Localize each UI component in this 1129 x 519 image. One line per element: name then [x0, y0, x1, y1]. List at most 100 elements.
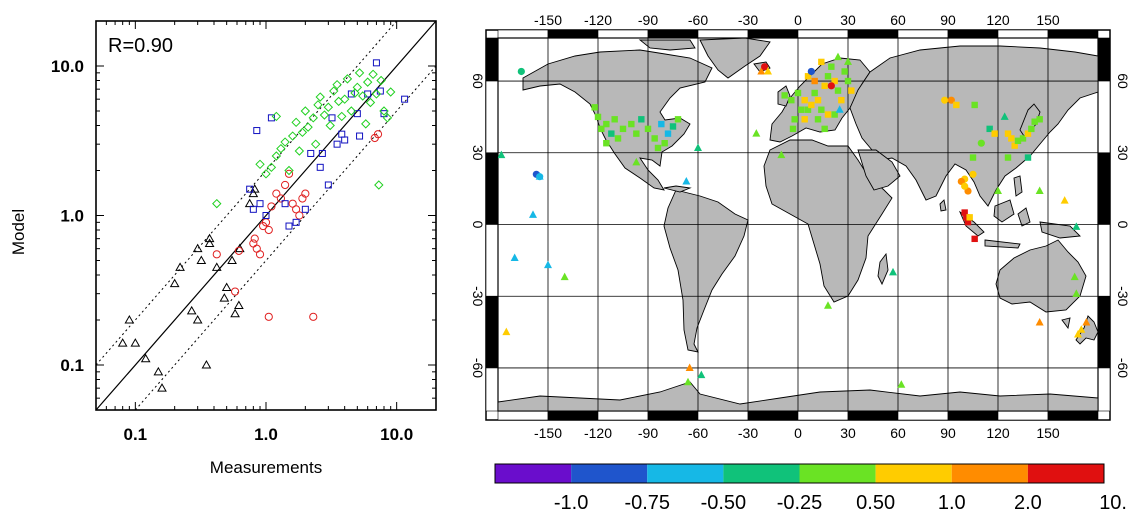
south-america [663, 189, 749, 353]
station-square-marker [969, 154, 977, 161]
right-border-segment [1097, 367, 1111, 412]
x-tick-label: 1.0 [254, 425, 278, 444]
lon-tick-label-bottom: -90 [638, 425, 658, 441]
triangle-marker [234, 300, 244, 310]
x-axis-label: Measurements [210, 458, 322, 477]
lat-tick-label-left: 0 [470, 221, 486, 229]
station-square-marker [633, 130, 640, 137]
station-square-marker [831, 77, 838, 85]
station-square-marker [844, 77, 852, 85]
diamond-marker [255, 159, 265, 170]
lat-tick-label-left: -30 [470, 286, 486, 306]
diamond-marker [323, 102, 334, 112]
station-square-marker [611, 116, 618, 123]
reference-lines [95, 20, 437, 411]
station-triangle-marker [1072, 222, 1081, 230]
square-marker [256, 200, 264, 208]
diamond-marker [280, 137, 290, 147]
square-marker [316, 163, 324, 171]
triangle-marker [211, 262, 222, 271]
color-scale-swatch [799, 464, 876, 483]
station-square-marker [598, 125, 605, 133]
world-map: -150-150-120-120-90-90-60-60-30-30003030… [470, 12, 1129, 441]
diamond-marker [303, 122, 313, 132]
station-square-marker [821, 125, 828, 133]
station-square-marker [651, 135, 658, 142]
diamond-marker [313, 100, 323, 110]
lon-tick-label-top: 30 [840, 12, 856, 28]
diamond-marker [308, 113, 318, 123]
station-square-marker [798, 106, 805, 113]
diamond-marker [379, 106, 389, 116]
station-triangle-marker [535, 172, 544, 180]
station-square-marker [814, 116, 822, 123]
station-square-marker [669, 123, 677, 130]
lat-tick-label-right: 0 [1115, 221, 1129, 229]
station-square-marker [818, 58, 825, 66]
station-triangle-marker [834, 52, 842, 61]
lon-tick-label-bottom: 60 [890, 425, 906, 441]
station-triangle-marker [697, 370, 706, 379]
station-square-marker [1014, 137, 1022, 145]
diamond-marker [337, 111, 347, 122]
top-border-segment [997, 29, 1049, 39]
color-scale-label: -0.75 [624, 492, 670, 514]
station-square-marker [1036, 116, 1043, 123]
square-marker [318, 149, 326, 157]
bottom-border-segment [747, 410, 799, 421]
station-circle-marker [961, 182, 969, 190]
station-square-marker [1008, 135, 1015, 142]
station-square-marker [828, 63, 835, 70]
circle-marker [234, 246, 243, 255]
top-border-segment [697, 29, 749, 39]
color-scale-label: 1.0 [938, 492, 966, 514]
square-marker [262, 212, 270, 219]
lat-tick-label-right: -30 [1115, 286, 1129, 306]
square-marker [253, 127, 261, 135]
map-tick-labels: -150-150-120-120-90-90-60-60-30-30003030… [470, 12, 1129, 441]
station-square-marker [603, 140, 610, 147]
arabia [857, 149, 901, 191]
station-triangle-marker [1072, 289, 1081, 297]
circle-marker [280, 180, 290, 190]
station-square-marker [594, 113, 602, 121]
station-triangle-marker [1035, 186, 1044, 195]
station-triangle-marker [632, 157, 641, 166]
square-marker [333, 140, 341, 148]
top-border-segment [847, 29, 899, 39]
station-square-marker [991, 130, 998, 137]
station-triangle-marker [684, 377, 692, 386]
triangle-marker [153, 366, 164, 376]
station-triangle-marker [1060, 196, 1069, 204]
lat-tick-label-right: 60 [1115, 73, 1129, 89]
lon-tick-label-bottom: -30 [738, 425, 758, 441]
map-border-bars [485, 29, 1111, 421]
color-scale-swatch [495, 464, 572, 483]
lat-tick-label-right: -60 [1115, 358, 1129, 378]
triangle-marker [248, 188, 259, 198]
triangle-marker [169, 278, 180, 288]
x-tick-label: 10.0 [380, 425, 413, 444]
station-square-marker [801, 116, 808, 123]
square-marker [356, 132, 364, 140]
station-square-marker [791, 116, 798, 123]
sri-lanka [939, 199, 947, 212]
color-scale-label: 0.50 [856, 492, 895, 514]
square-marker [307, 149, 315, 157]
lon-tick-label-top: 150 [1036, 12, 1060, 28]
station-triangle-marker [498, 150, 506, 159]
triangle-marker [117, 338, 128, 347]
station-square-marker [614, 135, 622, 142]
triangle-marker [130, 338, 141, 347]
station-square-marker [658, 120, 665, 128]
diamond-marker [325, 120, 335, 131]
lon-tick-label-top: 60 [890, 12, 906, 28]
diamond-marker [368, 69, 378, 80]
station-triangle-marker [835, 105, 844, 113]
station-triangle-marker [510, 253, 519, 261]
station-triangle-marker [889, 267, 897, 276]
diamond-marker [332, 79, 342, 90]
station-triangle-marker [694, 143, 702, 151]
station-square-marker [591, 104, 598, 111]
